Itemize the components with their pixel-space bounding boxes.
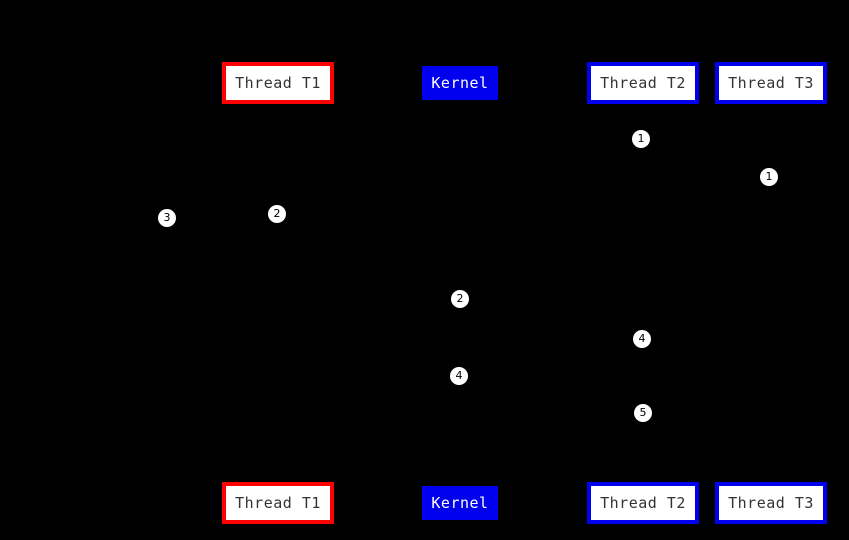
step-badge-2: 2 (451, 290, 469, 308)
participant-box-t2[interactable]: Thread T2 (587, 62, 699, 104)
message-arrow-m3 (277, 209, 460, 214)
message-arrow-m2 (459, 167, 771, 200)
step-badge-1: 1 (632, 130, 650, 148)
participant-label: Thread T2 (600, 493, 686, 512)
participant-label: Thread T3 (728, 493, 814, 512)
lifeline-ll-t1 (278, 104, 279, 482)
participant-label: Kernel (431, 493, 489, 512)
participant-box-bottom-t1b[interactable]: Thread T1 (222, 482, 334, 524)
participant-box-bottom-t2b[interactable]: Thread T2 (587, 482, 699, 524)
lifeline-ll-t2 (643, 104, 644, 482)
step-badge-2: 2 (268, 205, 286, 223)
participant-box-t1[interactable]: Thread T1 (222, 62, 334, 104)
step-badge-4: 4 (633, 330, 651, 348)
step-badge-3: 3 (158, 209, 176, 227)
participant-label: Thread T1 (235, 493, 321, 512)
participant-label: Kernel (431, 73, 489, 92)
participant-box-t3[interactable]: Thread T3 (715, 62, 827, 104)
participant-box-bottom-t3b[interactable]: Thread T3 (715, 482, 827, 524)
message-arrow-m4 (168, 217, 279, 222)
participant-label: Thread T2 (600, 73, 686, 92)
participant-box-kernel[interactable]: Kernel (422, 66, 498, 100)
lifeline-ll-t3 (771, 104, 772, 482)
message-arrow-m6 (459, 368, 643, 406)
step-badge-1: 1 (760, 168, 778, 186)
participant-box-bottom-kernelb[interactable]: Kernel (422, 486, 498, 520)
participant-label: Thread T3 (728, 73, 814, 92)
message-arrow-m5 (459, 292, 643, 331)
step-badge-4: 4 (450, 367, 468, 385)
step-badge-5: 5 (634, 404, 652, 422)
message-arrow-m1 (459, 129, 643, 150)
participant-label: Thread T1 (235, 73, 321, 92)
